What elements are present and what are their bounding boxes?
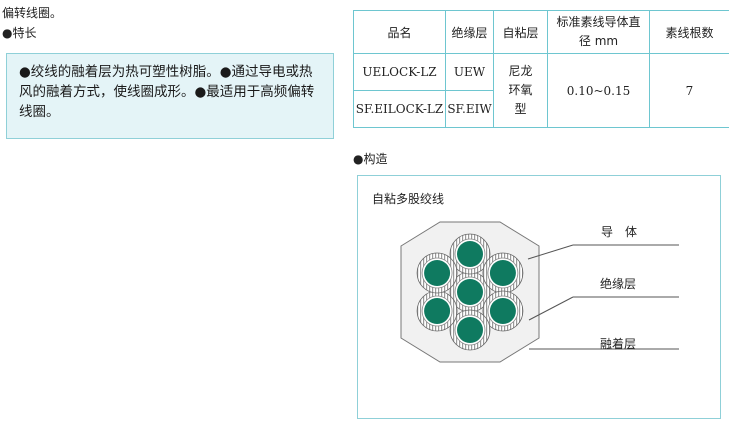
bonding-layer-cell: 尼龙环氧型 bbox=[493, 53, 548, 128]
spec-table: 品名 绝缘层 自粘层 标准素线导体直径 mm 素线根数 UELOCK-LZ UE… bbox=[353, 10, 729, 128]
row-insulation: SF.EIW bbox=[445, 90, 494, 128]
header-diameter: 标准素线导体直径 mm bbox=[547, 10, 650, 54]
table-row: SF.EILOCK-LZ SF.EIW bbox=[353, 90, 729, 128]
strand-outer bbox=[449, 233, 491, 275]
strand-outer bbox=[416, 290, 458, 332]
diagram-title: 自粘多股绞线 bbox=[372, 192, 445, 206]
strand-outer bbox=[482, 290, 524, 332]
header-insulation: 绝缘层 bbox=[445, 10, 494, 54]
table-row: UELOCK-LZ UEW 尼龙环氧型 0.10~0.15 7 bbox=[353, 53, 729, 128]
header-strand-count: 素线根数 bbox=[649, 10, 729, 54]
row-name: SF.EILOCK-LZ bbox=[353, 90, 446, 128]
leader-line-conductor bbox=[527, 244, 574, 260]
label-conductor: 导 体 bbox=[601, 225, 638, 239]
intro-text: 偏转线圈。 bbox=[2, 6, 63, 20]
diameter-cell: 0.10~0.15 bbox=[547, 53, 650, 128]
row-name: UELOCK-LZ bbox=[353, 53, 446, 91]
strand-outer bbox=[482, 252, 524, 294]
header-bonding: 自粘层 bbox=[493, 10, 548, 54]
strand-count-cell: 7 bbox=[649, 53, 729, 128]
strand-outer bbox=[416, 252, 458, 294]
features-heading: ●特长 bbox=[2, 26, 37, 40]
strand-outer bbox=[449, 309, 491, 351]
features-box: ●绞线的融着层为热可塑性树脂。●通过导电或热风的融着方式，使线圈成形。●最适用于… bbox=[6, 53, 334, 139]
row-insulation: UEW bbox=[445, 53, 494, 91]
label-insulation: 绝缘层 bbox=[600, 277, 637, 291]
leader-line-insulation bbox=[528, 296, 574, 321]
header-diameter-text: 标准素线导体直径 mm bbox=[556, 15, 641, 48]
features-body: ●绞线的融着层为热可塑性树脂。●通过导电或热风的融着方式，使线圈成形。●最适用于… bbox=[19, 64, 315, 120]
label-bonding: 融着层 bbox=[600, 337, 637, 351]
structure-heading: ●构造 bbox=[353, 152, 388, 166]
bonding-layer-text: 尼龙环氧型 bbox=[508, 64, 533, 116]
strand-group bbox=[416, 233, 524, 351]
header-name: 品名 bbox=[353, 10, 446, 54]
cable-cross-section-diagram bbox=[400, 221, 679, 363]
spec-header-row: 品名 绝缘层 自粘层 标准素线导体直径 mm 素线根数 bbox=[353, 10, 729, 54]
